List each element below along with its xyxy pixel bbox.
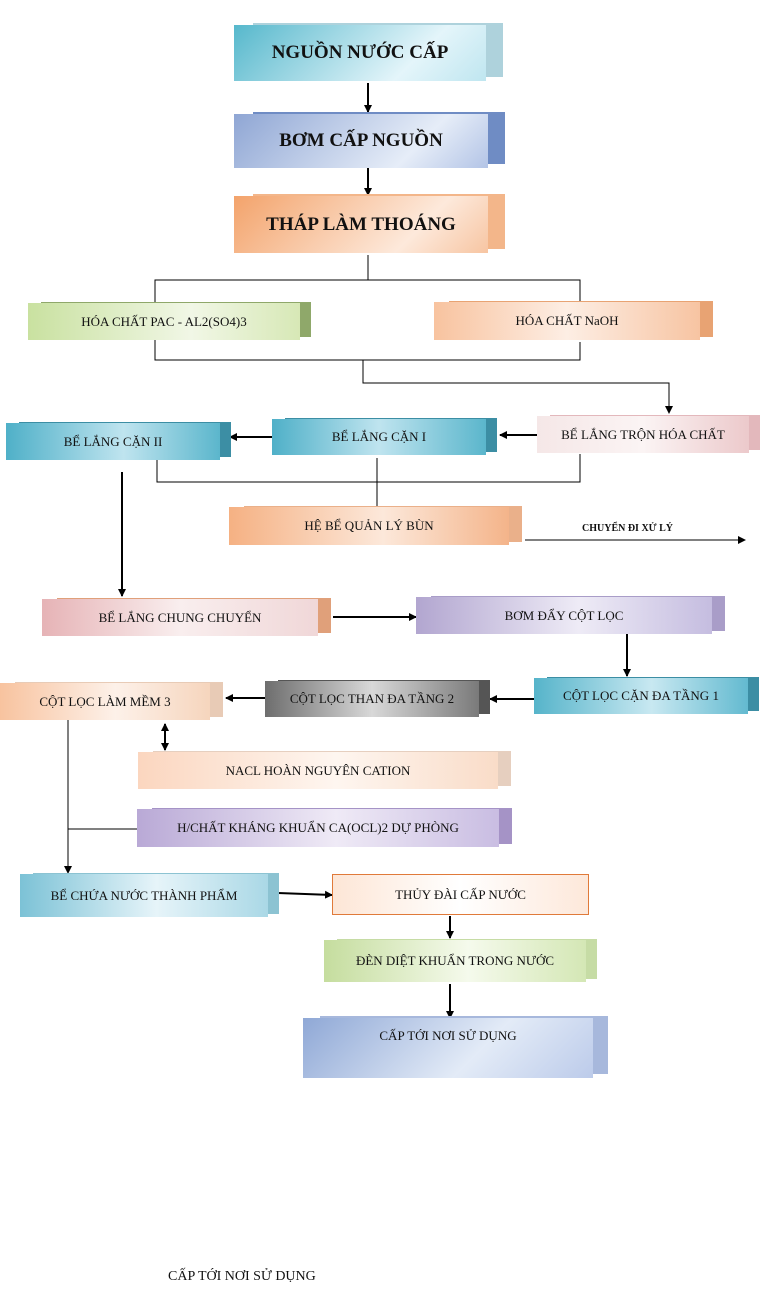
node-water-source: NGUỒN NƯỚC CẤP — [234, 25, 486, 81]
node-transfer-tank: BỂ LẮNG CHUNG CHUYỂN — [42, 599, 318, 636]
node-product-tank: BỂ CHỨA NƯỚC THÀNH PHẨM — [20, 874, 268, 917]
line-tower-to-chemicals — [154, 255, 369, 308]
arrow-product-to-watertower — [277, 890, 333, 899]
node-nacl-regeneration: NACL HOÀN NGUYÊN CATION — [138, 752, 498, 789]
node-supply-pump: BƠM CẤP NGUỒN — [234, 114, 488, 168]
line-chemicals-merge — [154, 340, 581, 361]
node-settling-tank-2: BỂ LẮNG CẶN II — [6, 423, 220, 460]
node-settling-tank-1: BỂ LẮNG CẶN I — [272, 419, 486, 455]
node-filter-pump: BƠM ĐẨY CỘT LỌC — [416, 597, 712, 634]
node-mixing-tank: BỂ LẮNG TRỘN HÓA CHẤT — [537, 416, 749, 453]
node-softener-filter-3: CỘT LỌC LÀM MỀM 3 — [0, 683, 210, 720]
arrow-to-mixing-tank — [362, 360, 673, 414]
node-uv-lamp: ĐÈN DIỆT KHUẨN TRONG NƯỚC — [324, 940, 586, 982]
footer-text: CẤP TỚI NƠI SỬ DỤNG — [168, 1269, 316, 1284]
line-tower-to-naoh — [368, 279, 581, 302]
node-chlorine-backup: H/CHẤT KHÁNG KHUẨN CA(OCL)2 DỰ PHÒNG — [137, 809, 499, 847]
node-naoh-chemical: HÓA CHẤT NaOH — [434, 302, 700, 340]
node-multi-filter-1: CỘT LỌC CẶN ĐA TẦNG 1 — [534, 678, 748, 714]
node-carbon-filter-2: CỘT LỌC THAN ĐA TẦNG 2 — [265, 681, 479, 717]
node-water-tower: THỦY ĐÀI CẤP NƯỚC — [332, 874, 589, 915]
node-pac-chemical: HÓA CHẤT PAC - AL2(SO4)3 — [28, 303, 300, 340]
label-sludge-out: CHUYỂN ĐI XỬ LÝ — [582, 523, 674, 534]
node-aeration-tower: THÁP LÀM THOÁNG — [234, 196, 488, 253]
node-supply-use: CẤP TỚI NƠI SỬ DỤNG — [303, 1018, 593, 1078]
node-sludge-system: HỆ BỂ QUẢN LÝ BÙN — [229, 507, 509, 545]
line-sludge-collection — [156, 454, 581, 483]
